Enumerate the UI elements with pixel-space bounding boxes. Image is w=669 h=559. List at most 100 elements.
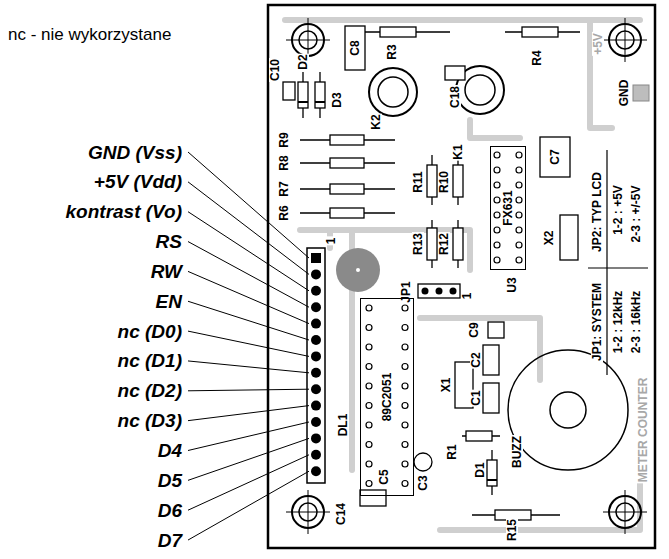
ic-pin [402, 481, 408, 487]
resistor-symbol [453, 165, 463, 197]
lcd-connector [311, 286, 321, 296]
component-label: C2 [470, 351, 482, 368]
component-label: GND [618, 79, 630, 108]
diode-symbol [298, 72, 497, 495]
ic-pin [402, 383, 408, 389]
component-label: JP1 [400, 280, 412, 303]
lcd-connector [311, 302, 321, 312]
component-label: 1 [461, 292, 473, 301]
lcd-connector [311, 368, 321, 378]
leader-line [188, 455, 309, 510]
jumper-header [422, 288, 429, 295]
buzzer-symbol [508, 350, 628, 470]
jumper-table-text: 1-2 : +5V [612, 184, 624, 236]
component-label: R11 [412, 170, 424, 193]
copper-trace [285, 17, 640, 23]
pin-signal-label: D7 [158, 531, 182, 550]
ic-chip: 89C2051 [360, 298, 414, 496]
mounting-hole [286, 18, 647, 534]
mounting-hole [603, 18, 647, 62]
ic-pin [366, 305, 372, 311]
resistor-symbol [330, 208, 364, 218]
component-label: R9 [278, 131, 290, 148]
lcd-connector [311, 253, 321, 263]
resistor-symbol [300, 27, 580, 520]
pin-signal-label: kontrast (Vo) [66, 202, 182, 221]
ic-pin [366, 403, 372, 409]
lcd-connector [311, 401, 321, 411]
component-label: D3 [331, 91, 343, 108]
diode-symbol [298, 102, 497, 480]
mounting-hole [603, 490, 647, 534]
ic-pin [516, 227, 522, 233]
copper-trace [285, 20, 640, 530]
component-label: X1 [440, 377, 452, 394]
component-label: R3 [386, 43, 398, 60]
component-label: C7 [549, 148, 561, 165]
diode-symbol [487, 460, 497, 486]
ic-pin [516, 242, 522, 248]
component-label: U3 [506, 276, 518, 293]
leader-line [188, 438, 309, 480]
diode-symbol [303, 72, 492, 495]
component-label: R1 [446, 443, 458, 460]
pin-signal-label: nc (D0) [118, 322, 182, 341]
pin-signal-label: D6 [158, 501, 182, 520]
potentiometer [336, 248, 380, 292]
component-label: +5V [592, 32, 604, 56]
component-label: R10 [438, 170, 450, 194]
capacitor-symbol [414, 453, 432, 471]
ic-pin [494, 152, 500, 158]
leader-line [188, 406, 309, 421]
resistor-symbol [453, 228, 463, 260]
table-rule [588, 150, 648, 375]
component-label: METER COUNTER [637, 377, 649, 484]
copper-trace [470, 120, 520, 138]
ic-chip: FX631 [490, 146, 526, 270]
capacitor-symbol [283, 82, 295, 100]
ic-pin [494, 257, 500, 263]
lcd-connector [311, 417, 321, 427]
component-label: K2 [370, 113, 382, 130]
jumper-table-text: 1-2 : 12kHz [612, 290, 624, 355]
leader-line [188, 471, 309, 540]
leader-line [188, 301, 309, 340]
ic-pin [494, 227, 500, 233]
leader-line [188, 361, 309, 373]
component-label: R4 [531, 49, 543, 66]
resistor-symbol [427, 228, 437, 260]
ic-pin [402, 442, 408, 448]
pin-signal-label: RS [156, 232, 182, 251]
resistor-symbol [466, 431, 492, 441]
lcd-connector [311, 433, 321, 443]
pin-signal-label: nc (D2) [118, 381, 182, 400]
ground-pad [633, 85, 649, 101]
component-label: R6 [278, 204, 290, 221]
ic-pin [516, 167, 522, 173]
leader-line [188, 182, 309, 275]
component-label: C8 [349, 39, 361, 56]
jumper-header [436, 288, 443, 295]
resistor-symbol [300, 140, 395, 213]
capacitor-symbol [360, 490, 386, 506]
component-label: K1 [452, 143, 464, 160]
copper-trace [440, 470, 640, 530]
jumper-table-text: 2-3 : +/-5V [630, 184, 642, 243]
ic-pin [402, 422, 408, 428]
ic-pin [516, 152, 522, 158]
resistor-symbol [330, 158, 364, 168]
component-label: C3 [417, 474, 429, 491]
ic-pin [494, 242, 500, 248]
component-label: C10 [269, 58, 281, 82]
board-outline [268, 5, 655, 548]
ic-pin [516, 182, 522, 188]
ic-pin [494, 182, 500, 188]
ic-pin [366, 422, 372, 428]
jumper-table-text: 2-3 : 16kHz [630, 290, 642, 355]
crystal-symbol [560, 215, 578, 260]
resistor-symbol [522, 27, 558, 37]
resistor-symbol [427, 165, 437, 197]
component-label: BUZZ [511, 435, 523, 469]
pin-signal-label: +5V (Vdd) [94, 172, 182, 191]
ic-pin [366, 383, 372, 389]
